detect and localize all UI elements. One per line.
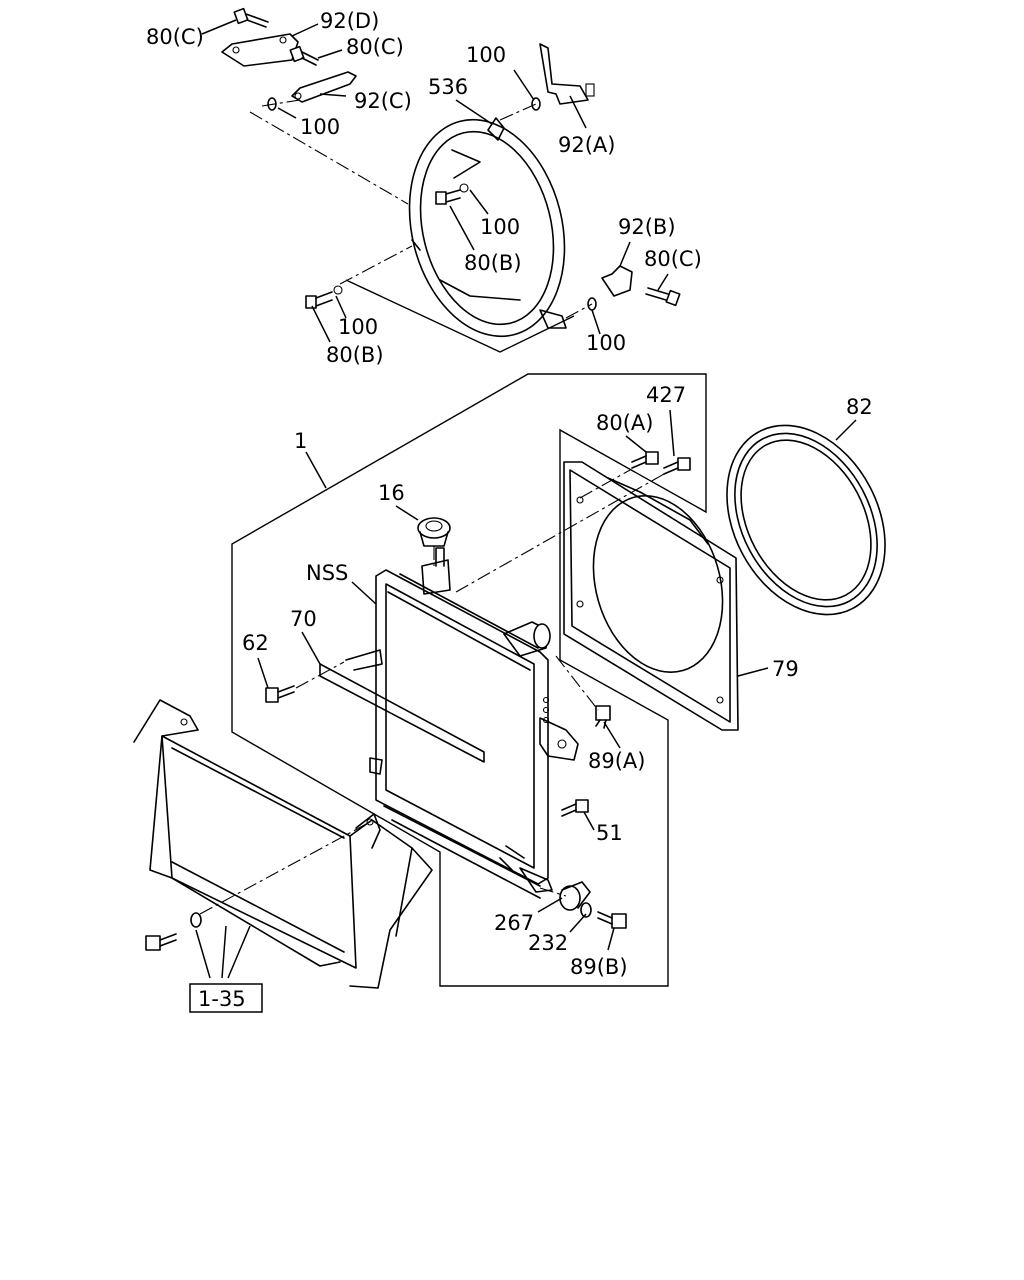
label-536: 536 xyxy=(428,75,468,99)
bolt-80b-center xyxy=(435,183,469,205)
label-92c: 92(C) xyxy=(354,89,412,113)
bolt-427 xyxy=(663,457,691,475)
washer-232 xyxy=(580,902,592,918)
label-92b: 92(B) xyxy=(618,215,676,239)
bracket-92c xyxy=(291,71,357,103)
label-267: 267 xyxy=(494,911,534,935)
bolt-62 xyxy=(265,685,295,703)
bolt-51 xyxy=(561,799,589,817)
label-80b-left: 80(B) xyxy=(326,343,384,367)
label-1: 1 xyxy=(294,429,307,453)
label-nss: NSS xyxy=(306,561,348,585)
bolt-80b-left xyxy=(305,285,343,309)
label-80c-right: 80(C) xyxy=(644,247,702,271)
label-100-left: 100 xyxy=(300,115,340,139)
label-100-top: 100 xyxy=(466,43,506,67)
bolt-80c-mid xyxy=(289,45,319,66)
bolt-89a xyxy=(595,705,611,729)
label-80c-mid: 80(C) xyxy=(346,35,404,59)
stay-rod-70 xyxy=(319,649,485,763)
bolt-80a xyxy=(631,451,659,469)
bolt-80c-right xyxy=(645,287,681,307)
fan-ring-82 xyxy=(726,424,886,616)
bolt-80c-top xyxy=(233,7,269,28)
bracket-92a xyxy=(539,43,595,105)
assembly-group-frame xyxy=(231,373,707,987)
label-92a: 92(A) xyxy=(558,133,615,157)
label-62: 62 xyxy=(242,631,269,655)
bolt-intercooler xyxy=(145,933,177,951)
fan-guide-79 xyxy=(563,461,739,731)
radiator-core-nss xyxy=(369,547,579,899)
reference-box-label: 1-35 xyxy=(198,987,246,1011)
label-427: 427 xyxy=(646,383,686,407)
label-89a: 89(A) xyxy=(588,749,645,773)
label-80c-top: 80(C) xyxy=(146,25,204,49)
label-51: 51 xyxy=(596,821,623,845)
reference-box-1-35[interactable]: 1-35 xyxy=(189,983,263,1013)
label-100-bottom-left: 100 xyxy=(338,315,378,339)
fan-shroud-536 xyxy=(408,117,567,338)
label-92d: 92(D) xyxy=(320,9,379,33)
label-70: 70 xyxy=(290,607,317,631)
label-82: 82 xyxy=(846,395,873,419)
label-100-center: 100 xyxy=(480,215,520,239)
radiator-cap-16 xyxy=(417,517,451,547)
label-16: 16 xyxy=(378,481,405,505)
bracket-92b xyxy=(601,265,633,297)
bracket-92d xyxy=(221,33,299,67)
bushing-267 xyxy=(559,881,591,911)
clip-100-top xyxy=(531,97,541,111)
label-89b: 89(B) xyxy=(570,955,628,979)
label-100-bottom-right: 100 xyxy=(586,331,626,355)
leader-lines xyxy=(195,19,857,979)
label-232: 232 xyxy=(528,931,568,955)
washer-intercooler xyxy=(190,912,202,928)
bolt-89b xyxy=(597,911,627,929)
label-79: 79 xyxy=(772,657,799,681)
intercooler xyxy=(133,699,433,989)
label-80b-center: 80(B) xyxy=(464,251,522,275)
label-80a: 80(A) xyxy=(596,411,653,435)
